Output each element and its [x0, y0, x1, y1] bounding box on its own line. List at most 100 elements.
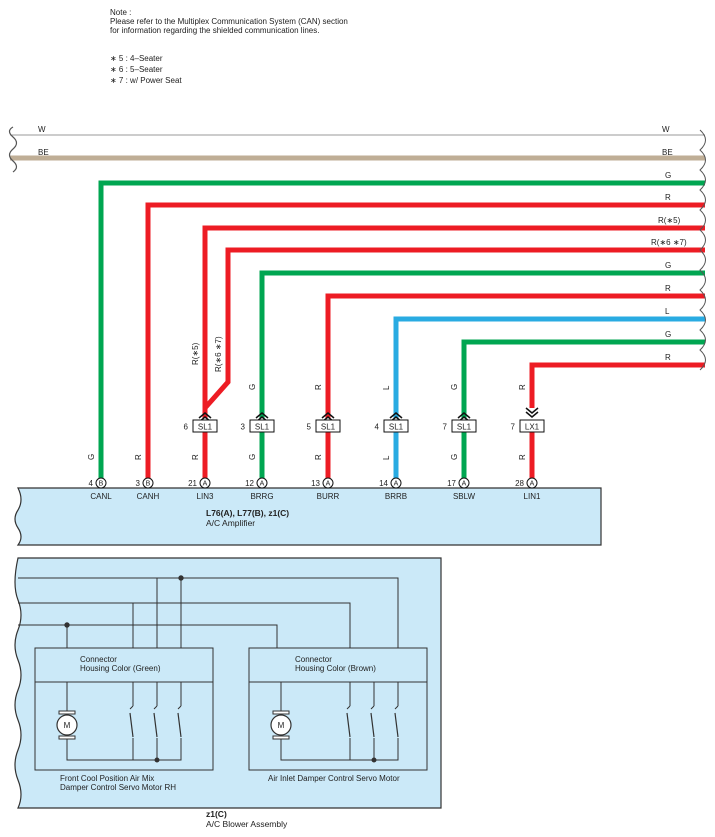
blower-name: A/C Blower Assembly — [206, 819, 288, 829]
junction-name: SL1 — [321, 423, 336, 432]
lower-label-burr: R — [314, 454, 323, 460]
lower-label-lin3: R — [191, 454, 200, 460]
junction-sl1-burr: SL1 5 — [307, 412, 341, 433]
servo-motor-left: Connector Housing Color (Green) M Front … — [34, 647, 214, 792]
note-title: Note : — [110, 8, 131, 17]
pin-name: CANH — [137, 492, 160, 501]
lower-label-canl: G — [87, 454, 96, 460]
wire-brrb-blue — [393, 316, 705, 418]
junction-pin: 3 — [241, 423, 246, 432]
blower-internal-wiring — [18, 575, 399, 652]
pin-conn: A — [462, 481, 467, 488]
right-label-r2: R — [665, 284, 671, 293]
pin-conn: A — [394, 481, 399, 488]
lower-label-sblw: G — [450, 454, 459, 460]
pin-burr: A 13 BURR — [311, 477, 340, 501]
pin-conn: A — [530, 481, 535, 488]
wire-lin1-red — [529, 362, 705, 408]
upper-label-burr: R — [314, 384, 323, 390]
left-motor-name-1: Front Cool Position Air Mix — [60, 774, 154, 783]
legend-item-7: ∗ 7 : w/ Power Seat — [110, 76, 182, 85]
pin-name: SBLW — [453, 492, 476, 501]
right-label-r5: R(∗5) — [658, 216, 681, 225]
pin-number: 17 — [447, 479, 456, 488]
left-housing-line2: Housing Color (Green) — [80, 664, 161, 673]
w-label-left: W — [38, 125, 46, 134]
pin-brrb: A 14 BRRB — [379, 477, 407, 501]
junction-connectors: SL1 6 SL1 3 SL1 5 SL1 4 SL1 7 — [184, 407, 545, 433]
junction-pin: 4 — [375, 423, 380, 432]
right-label-g1: G — [665, 171, 671, 180]
junction-name: SL1 — [457, 423, 472, 432]
be-label-right: BE — [662, 148, 673, 157]
junction-pin: 7 — [511, 423, 516, 432]
pin-lin1: A 28 LIN1 — [515, 477, 541, 501]
junction-pin: 7 — [443, 423, 448, 432]
wire-canh-red — [145, 202, 705, 478]
right-label-r67: R(∗6 ∗7) — [651, 238, 687, 247]
right-labels: G R R(∗5) R(∗6 ∗7) G R L G R — [651, 171, 687, 362]
note-line-1: Please refer to the Multiplex Communicat… — [110, 17, 348, 26]
motor-symbol: M — [64, 721, 71, 730]
pin-brrg: A 12 BRRG — [245, 477, 274, 501]
upper-label-sblw: G — [450, 384, 459, 390]
upper-label-brrb: L — [382, 385, 391, 390]
bus-lines: W W BE BE — [8, 125, 705, 173]
pin-number: 4 — [89, 479, 94, 488]
wire-lin3-r5-red — [202, 225, 705, 418]
pin-number: 28 — [515, 479, 524, 488]
pin-lin3: A 21 LIN3 — [188, 477, 214, 501]
junction-pin: 5 — [307, 423, 312, 432]
wire-burr-red — [325, 293, 705, 418]
blower-connector: z1(C) — [206, 809, 227, 819]
lower-label-canh: R — [134, 454, 143, 460]
note-line-2: for information regarding the shielded c… — [110, 26, 319, 35]
junction-sl1-sblw: SL1 7 — [443, 412, 477, 433]
wire-lin3-r67-red — [203, 247, 705, 410]
w-label-right: W — [662, 125, 670, 134]
pin-name: BRRG — [250, 492, 273, 501]
lower-label-brrb: L — [382, 455, 391, 460]
upper-label-r67: R(∗6 ∗7) — [214, 336, 223, 372]
lower-wire-labels: G R R G R L G R — [87, 454, 527, 460]
right-label-g3: G — [665, 330, 671, 339]
junction-sl1-brrb: SL1 4 — [375, 412, 409, 433]
pin-number: 13 — [311, 479, 320, 488]
motor-icon: M — [56, 710, 78, 740]
wire-brrg-green — [259, 270, 705, 418]
note-block: Note : Please refer to the Multiplex Com… — [110, 8, 348, 35]
junction-name: SL1 — [255, 423, 270, 432]
right-label-l: L — [665, 307, 670, 316]
upper-label-brrg: G — [248, 384, 257, 390]
pin-canh: B 3 CANH — [136, 477, 160, 501]
wire-break-left — [8, 126, 18, 173]
legend-item-6: ∗ 6 : 5–Seater — [110, 65, 163, 74]
wire-canl-green — [98, 180, 705, 478]
junction-name: SL1 — [198, 423, 213, 432]
junction-lx1-lin1: LX1 7 — [511, 407, 545, 433]
pin-name: LIN1 — [524, 492, 541, 501]
blower-assembly: z1(C) A/C Blower Assembly Connector Hous… — [14, 557, 442, 829]
wire-break-right — [699, 129, 706, 371]
upper-label-r5: R(∗5) — [191, 342, 200, 365]
pin-conn: A — [326, 481, 331, 488]
wires — [98, 180, 705, 478]
right-label-r3: R — [665, 353, 671, 362]
be-label-left: BE — [38, 148, 49, 157]
wire-sblw-green — [461, 339, 705, 418]
left-motor-name-2: Damper Control Servo Motor RH — [60, 783, 176, 792]
pin-sblw: A 17 SBLW — [447, 477, 476, 501]
pin-name: BURR — [317, 492, 340, 501]
pin-name: LIN3 — [197, 492, 214, 501]
amplifier-pins: B 4 CANL B 3 CANH A 21 LIN3 A 12 BRRG A … — [89, 477, 541, 501]
junction-pin: 6 — [184, 423, 189, 432]
pin-conn: A — [203, 481, 208, 488]
right-label-r1: R — [665, 193, 671, 202]
legend-item-5: ∗ 5 : 4–Seater — [110, 54, 163, 63]
right-motor-name-1: Air Inlet Damper Control Servo Motor — [268, 774, 400, 783]
amplifier-name: A/C Amplifier — [206, 518, 255, 528]
amplifier-module: L76(A), L77(B), z1(C) A/C Amplifier — [14, 487, 602, 546]
right-housing-line2: Housing Color (Brown) — [295, 664, 376, 673]
junction-name: LX1 — [525, 423, 540, 432]
